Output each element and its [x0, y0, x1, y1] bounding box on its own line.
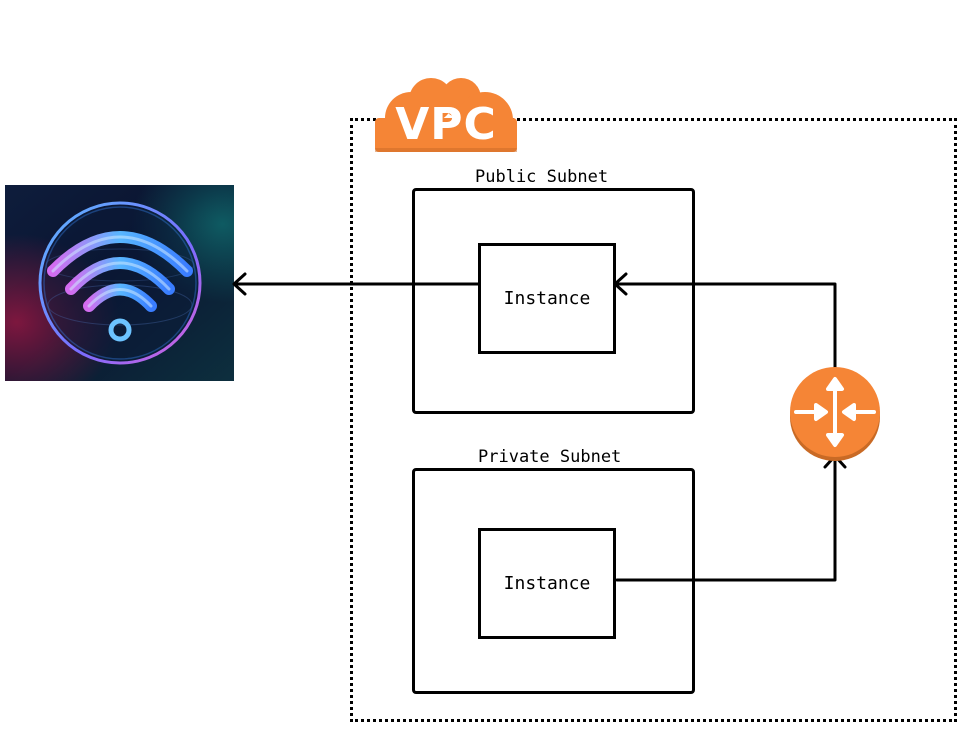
- router-icon: [790, 367, 880, 461]
- private-instance-label: Instance: [503, 573, 591, 594]
- public-subnet-label: Public Subnet: [475, 167, 609, 187]
- wifi-globe-icon: [5, 185, 234, 381]
- public-instance-label: Instance: [503, 288, 591, 309]
- vpc-cloud-icon: [375, 78, 517, 152]
- vpc-label: VPC: [395, 99, 497, 150]
- vpc-boundary: [350, 118, 957, 722]
- internet-arrowhead: [232, 272, 247, 296]
- private-subnet-label: Private Subnet: [478, 447, 622, 467]
- private-instance: Instance: [478, 528, 616, 639]
- public-instance: Instance: [478, 243, 616, 354]
